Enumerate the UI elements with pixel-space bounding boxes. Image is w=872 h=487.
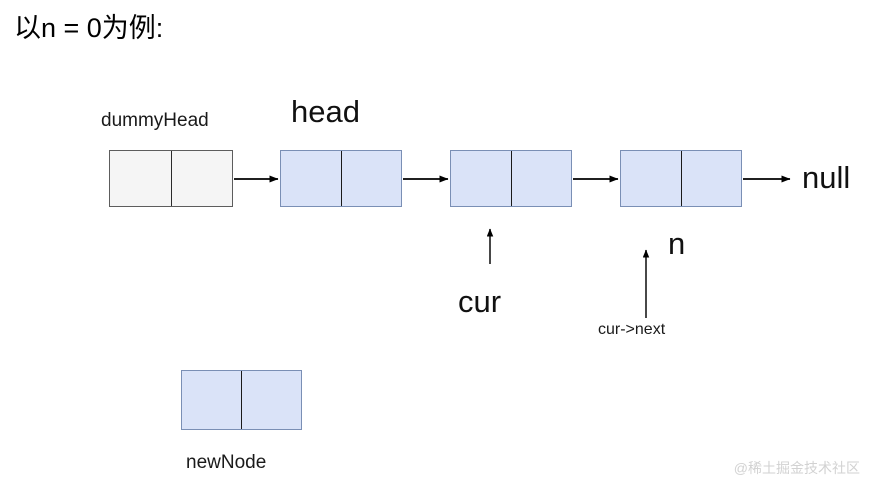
node-cell-value [451,151,512,206]
node-cell-next [342,151,402,206]
terminal-null-label: null [802,160,851,195]
node-cell-next [242,371,301,429]
pointer-label-cur: cur [458,284,502,319]
node-label-newnode: newNode [186,452,267,473]
page-title: 以n = 0为例: [14,13,164,43]
list-node-cur [450,150,572,207]
pointer-label-cur-next: cur->next [598,321,666,338]
node-cell-next [512,151,572,206]
list-node-dummyhead [109,150,233,207]
list-node-head [280,150,402,207]
node-cell-value [621,151,682,206]
list-node-newnode [181,370,302,430]
node-label-dummyhead: dummyHead [101,110,209,131]
node-cell-next [682,151,742,206]
node-cell-value [182,371,242,429]
watermark: @稀土掘金技术社区 [733,460,860,476]
node-label-head: head [291,94,360,129]
node-cell-next [172,151,233,206]
node-label-n: n [668,226,686,261]
node-cell-value [110,151,172,206]
list-node-next [620,150,742,207]
node-cell-value [281,151,342,206]
